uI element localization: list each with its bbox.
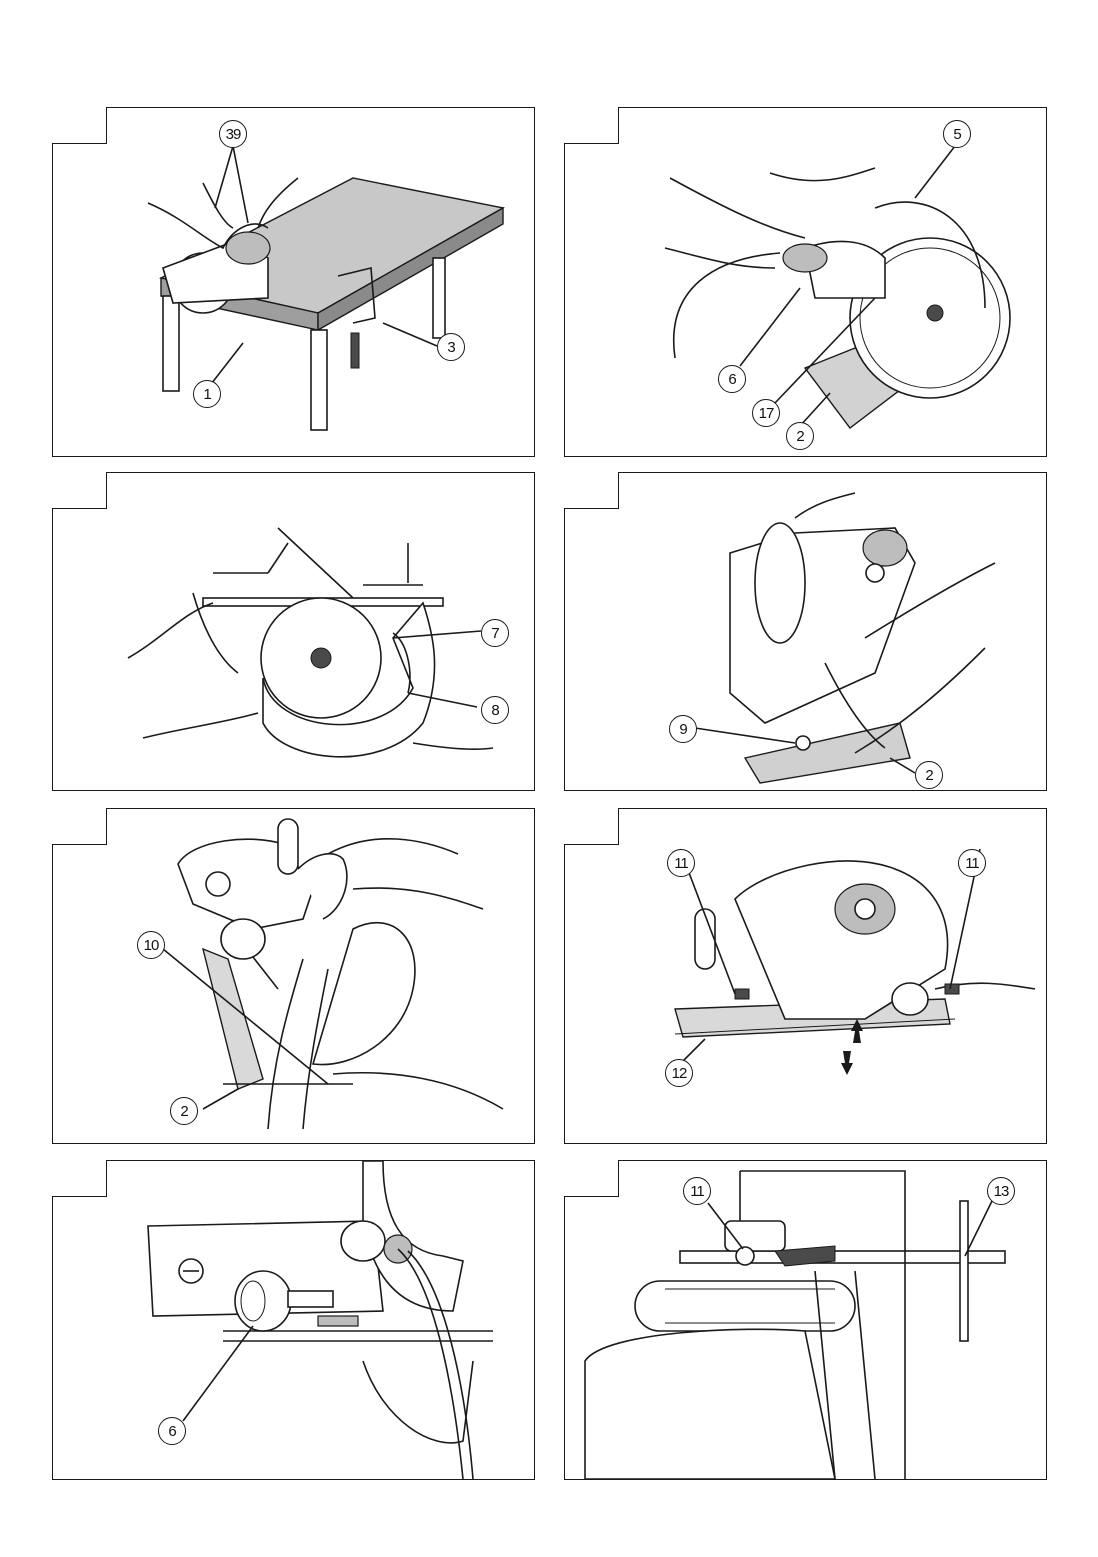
figure-number-tab (564, 472, 619, 509)
figure-panel-1: 39 1 3 (52, 107, 535, 457)
illustration-depth-adjustment (53, 473, 534, 790)
figure-number-tab (564, 107, 619, 144)
illustration-bevel-base (53, 809, 534, 1143)
callout-label: 3 (437, 333, 465, 361)
callout-label: 39 (219, 120, 247, 148)
illustration-knob-close-up (53, 1161, 534, 1479)
callout-label: 7 (481, 619, 509, 647)
figure-panel-7: 6 (52, 1160, 535, 1480)
figure-panel-6: 11 11 12 (564, 808, 1047, 1144)
callout-label: 17 (752, 399, 780, 427)
figure-number-tab (52, 472, 107, 509)
illustration-saw-guard-blade (565, 108, 1046, 456)
callout-label: 6 (718, 365, 746, 393)
callout-label: 13 (987, 1177, 1015, 1205)
figure-panel-5: 10 2 (52, 808, 535, 1144)
figure-number-tab (52, 1160, 107, 1197)
callout-label: 11 (958, 849, 986, 877)
callout-label: 9 (669, 715, 697, 743)
figure-number-tab (52, 808, 107, 845)
figure-panel-8: 11 13 (564, 1160, 1047, 1480)
callout-label: 11 (683, 1177, 711, 1205)
callout-label: 5 (943, 120, 971, 148)
callout-label: 11 (667, 849, 695, 877)
illustration-workbench-clamp (53, 108, 534, 456)
callout-label: 6 (158, 1417, 186, 1445)
callout-label: 2 (786, 422, 814, 450)
callout-label: 2 (915, 761, 943, 789)
figure-number-tab (564, 808, 619, 845)
callout-label: 8 (481, 696, 509, 724)
callout-label: 2 (170, 1097, 198, 1125)
figure-panel-4: 9 2 (564, 472, 1047, 791)
illustration-bevel-lever (565, 473, 1046, 790)
figure-panel-2: 5 6 17 2 (564, 107, 1047, 457)
figure-number-tab (52, 107, 107, 144)
illustration-guide-rule-close-up (565, 1161, 1046, 1479)
callout-label: 1 (193, 380, 221, 408)
figure-panel-3: 7 8 (52, 472, 535, 791)
callout-label: 12 (665, 1059, 693, 1087)
figure-number-tab (564, 1160, 619, 1197)
callout-label: 10 (137, 931, 165, 959)
